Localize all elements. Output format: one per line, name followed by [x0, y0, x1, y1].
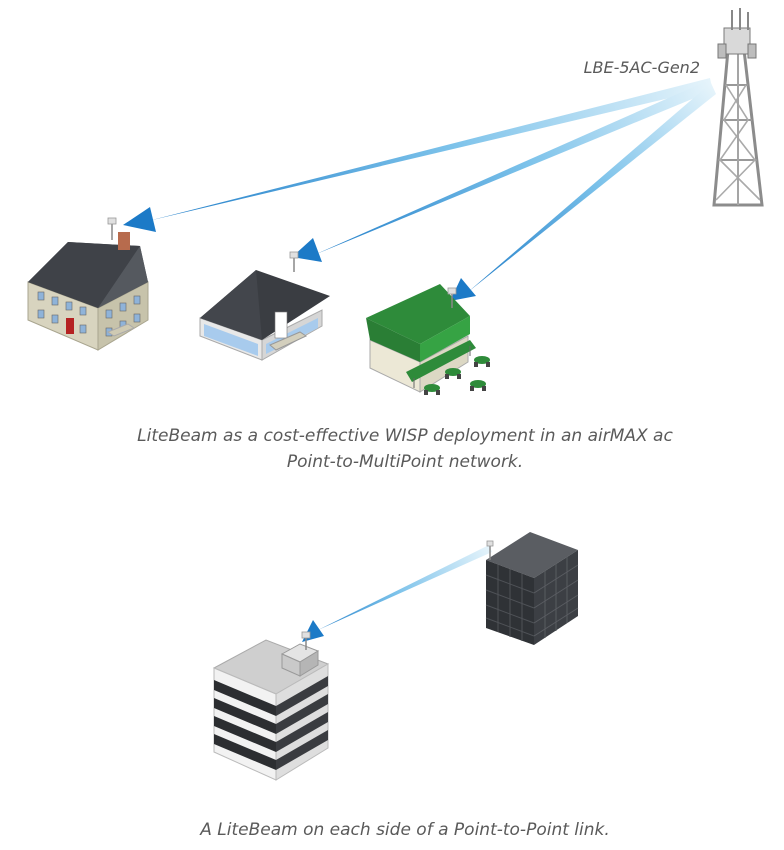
- house-building: [27, 217, 149, 351]
- ptmp-caption-line2: Point-to-MultiPoint network.: [286, 452, 524, 472]
- ptmp-caption: LiteBeam as a cost-effective WISP deploy…: [60, 423, 750, 475]
- office-building: [199, 251, 330, 361]
- dark-office-tower: [485, 532, 579, 645]
- red-door: [66, 318, 74, 334]
- wireless-beam-restaurant: [450, 83, 716, 301]
- ptmp-caption-line1: LiteBeam as a cost-effective WISP deploy…: [137, 426, 673, 446]
- striped-office-building: [212, 631, 330, 781]
- ptp-caption: A LiteBeam on each side of a Point-to-Po…: [200, 820, 610, 840]
- restaurant-building: [366, 284, 490, 395]
- patio-tables: [424, 356, 490, 395]
- wireless-beam-house: [123, 78, 712, 232]
- wireless-beam-office: [292, 80, 714, 262]
- wireless-beam-ptp: [302, 545, 492, 642]
- tower-label: LBE-5AC-Gen2: [583, 58, 700, 77]
- radio-tower: [712, 8, 764, 207]
